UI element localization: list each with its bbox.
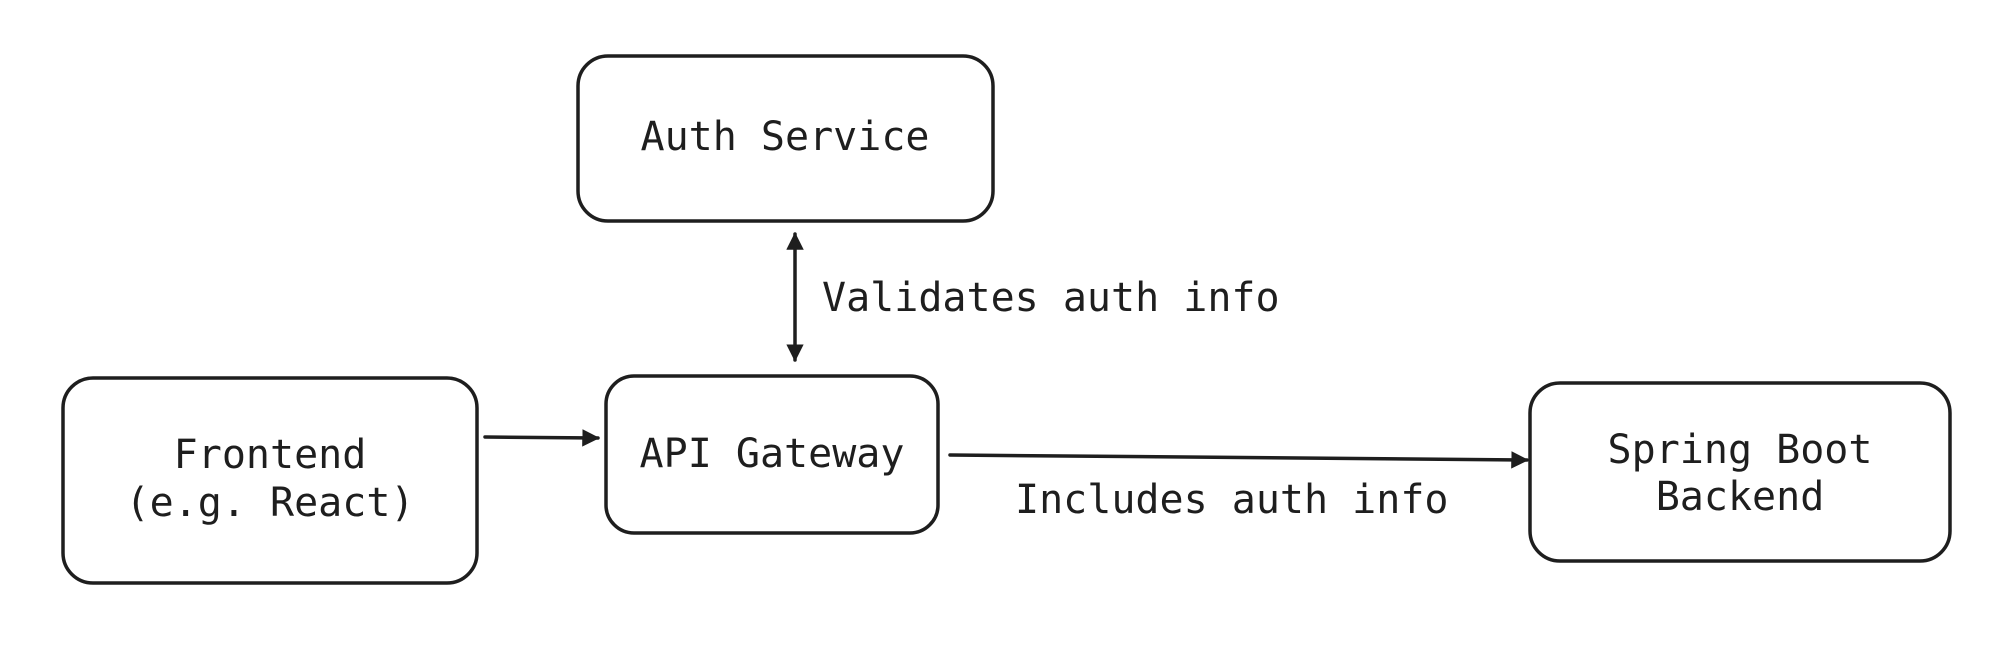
api-gateway-box (604, 374, 940, 535)
gateway-auth-label: Validates auth info (822, 275, 1280, 321)
auth-service-node: Auth Service (576, 54, 995, 223)
auth-service-box (576, 54, 995, 223)
api-gateway-label: API Gateway (640, 431, 905, 477)
backend-node: Spring Boot Backend (1528, 381, 1952, 563)
frontend-node: Frontend (e.g. React) (61, 376, 479, 585)
backend-box (1528, 381, 1952, 563)
frontend-label-line2: (e.g. React) (126, 480, 415, 526)
backend-label-line2: Backend (1656, 474, 1825, 520)
backend-label-line1: Spring Boot (1608, 427, 1873, 473)
gateway-backend-arrow (948, 451, 1529, 469)
api-gateway-node: API Gateway (604, 374, 940, 535)
gateway-backend-label: Includes auth info (1015, 477, 1448, 523)
frontend-gateway-arrow (483, 429, 600, 447)
frontend-label-line1: Frontend (174, 432, 367, 478)
frontend-box (61, 376, 479, 585)
auth-service-label: Auth Service (641, 114, 930, 160)
